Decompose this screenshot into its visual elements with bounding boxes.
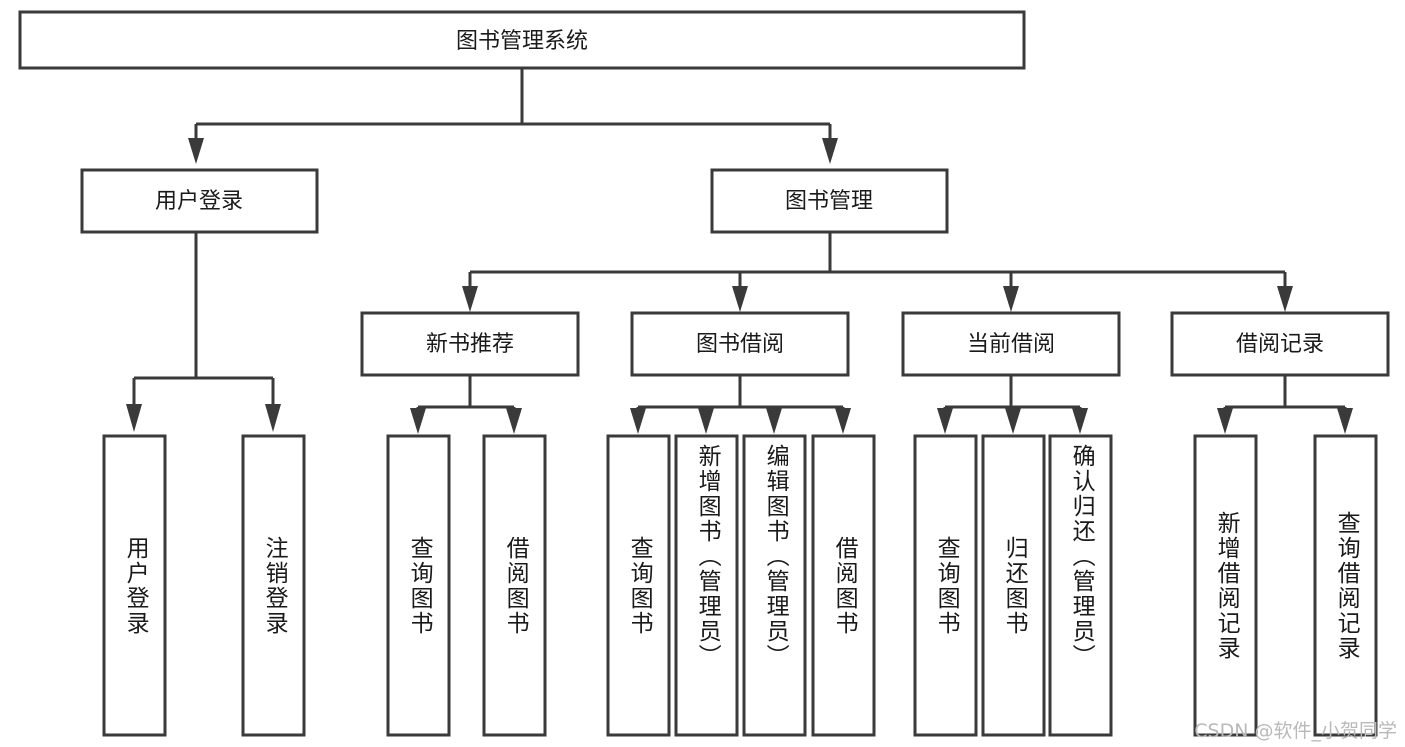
node-book-borrow-label: 图书借阅 [696, 332, 784, 357]
leaf-box-current-query-book[interactable] [913, 434, 978, 737]
leaf-box-group [102, 434, 1378, 737]
leaf-box-record-add[interactable] [1193, 434, 1258, 737]
arrow-head-leaf-user-login [126, 404, 142, 432]
leaf-box-recommend-borrow-book[interactable] [482, 434, 547, 737]
node-new-book-recommend-box [360, 311, 580, 377]
arrow-head-book-manage [822, 138, 838, 164]
leaf-box-borrow-edit-book[interactable] [742, 434, 807, 737]
arrow-head-user-login [188, 138, 204, 164]
connector-group-borrow-to-leaves [630, 375, 851, 434]
node-book-borrow[interactable]: 图书借阅 [630, 311, 850, 377]
node-current-borrow-box [901, 311, 1121, 377]
node-book-manage-label: 图书管理 [785, 189, 873, 214]
arrow-head-borrow-edit [766, 408, 782, 434]
node-borrow-record-label: 借阅记录 [1236, 332, 1324, 357]
arrow-head-new-book-recommend [462, 286, 478, 312]
arrow-head-record-add [1217, 408, 1233, 434]
connector-group-recommend-to-leaves [410, 375, 522, 434]
connector-group-bookmanage-to-level3 [462, 232, 1293, 312]
arrow-head-borrow-lend [835, 408, 851, 434]
node-book-manage[interactable]: 图书管理 [710, 168, 949, 234]
connector-group-userlogin-to-leaves [126, 232, 281, 432]
connector-group-current-to-leaves [937, 375, 1088, 434]
arrow-head-current-confirm [1072, 408, 1088, 434]
arrow-head-current-return [1005, 408, 1021, 434]
node-borrow-record-box [1170, 311, 1390, 377]
arrow-head-record-query [1337, 408, 1353, 434]
leaf-box-recommend-query-book[interactable] [386, 434, 451, 737]
leaf-box-borrow-add-book[interactable] [674, 434, 739, 737]
node-root-label: 图书管理系统 [456, 29, 588, 54]
connector-group-root-to-level2 [188, 68, 838, 164]
leaf-box-user-login[interactable] [102, 434, 167, 737]
leaf-box-record-query[interactable] [1313, 434, 1378, 737]
node-user-login-box [80, 168, 319, 234]
connector-group-record-to-leaves [1217, 375, 1353, 434]
node-book-manage-box [710, 168, 949, 234]
arrow-head-borrow-record [1277, 286, 1293, 312]
arrow-head-recommend-borrow [506, 408, 522, 434]
leaf-box-logout[interactable] [241, 434, 306, 737]
node-user-login[interactable]: 用户登录 [80, 168, 319, 234]
arrow-head-recommend-query [410, 408, 426, 434]
node-new-book-recommend-label: 新书推荐 [426, 332, 514, 357]
leaf-box-current-confirm-return[interactable] [1048, 434, 1113, 737]
node-user-login-label: 用户登录 [155, 189, 243, 214]
leaf-box-borrow-query-book[interactable] [606, 434, 671, 737]
node-root-system[interactable]: 图书管理系统 [18, 10, 1026, 70]
arrow-head-borrow-add [698, 408, 714, 434]
node-borrow-record[interactable]: 借阅记录 [1170, 311, 1390, 377]
node-root-box [18, 10, 1026, 70]
arrow-head-book-borrow [732, 286, 748, 312]
leaf-box-current-return-book[interactable] [981, 434, 1046, 737]
arrow-head-borrow-query [630, 408, 646, 434]
arrow-head-leaf-logout [265, 404, 281, 432]
node-current-borrow-label: 当前借阅 [967, 332, 1055, 357]
arrow-head-current-borrow [1003, 286, 1019, 312]
leaf-box-borrow-lend-book[interactable] [811, 434, 876, 737]
csdn-watermark: CSDN @软件_小贺同学 [1194, 720, 1397, 742]
node-current-borrow[interactable]: 当前借阅 [901, 311, 1121, 377]
node-book-borrow-box [630, 311, 850, 377]
node-new-book-recommend[interactable]: 新书推荐 [360, 311, 580, 377]
arrow-head-current-query [937, 408, 953, 434]
